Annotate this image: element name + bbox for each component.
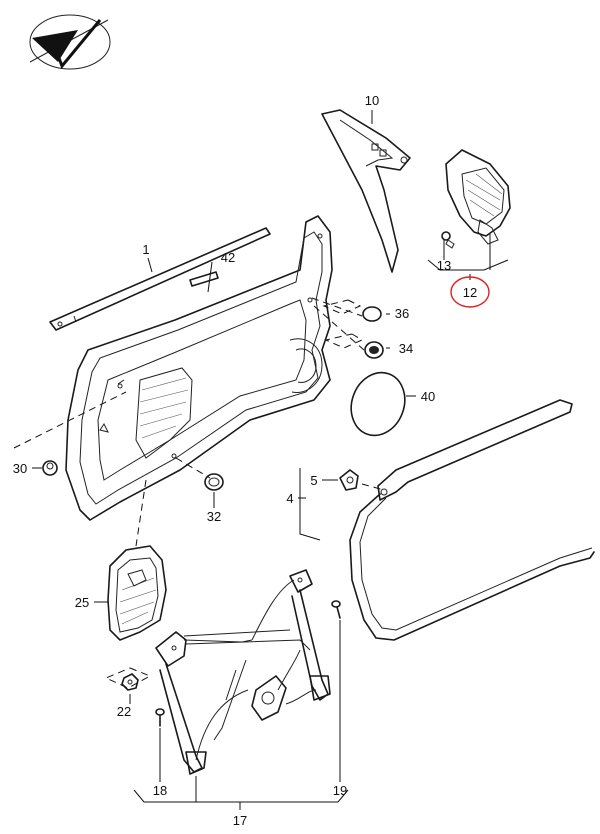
door-shell: [65, 215, 333, 521]
bolt-19: [331, 600, 341, 619]
grommet-32: [204, 473, 224, 491]
callout-10: 10: [365, 93, 379, 108]
callout-40: 40: [421, 389, 435, 404]
callout-17: 17: [233, 813, 247, 828]
door-seal: [349, 399, 595, 641]
insulation-pad: [107, 545, 167, 641]
callout-labels: 1 42 10 13 12 36 34 40 30 32 5 4 25 22 1…: [13, 93, 477, 828]
callout-4: 4: [286, 491, 293, 506]
plug-30: [42, 460, 58, 476]
callout-42: 42: [221, 250, 235, 265]
checkmark-in-circle-logo: [29, 14, 111, 70]
window-regulator: [155, 569, 331, 775]
callout-12: 12: [463, 285, 477, 300]
nut-22: [121, 673, 139, 691]
callout-19: 19: [333, 783, 347, 798]
clip-5: [339, 469, 359, 491]
mirror-cover: [445, 149, 511, 245]
callout-30: 30: [13, 461, 27, 476]
screw-13: [441, 231, 455, 249]
callout-5: 5: [310, 473, 317, 488]
cap-36: [362, 306, 382, 322]
callout-13: 13: [437, 258, 451, 273]
callout-1: 1: [142, 242, 149, 257]
highlight-circle-12: [450, 276, 490, 308]
leader-lines: [32, 110, 509, 810]
callout-36: 36: [395, 306, 409, 321]
bolt-18: [155, 708, 165, 727]
callout-22: 22: [117, 704, 131, 719]
strip-42: [189, 271, 219, 287]
window-seal-strip: [49, 227, 271, 331]
grommet-34: [364, 341, 384, 359]
window-frame-trim: [321, 109, 411, 273]
dashed-reference-lines: [13, 297, 385, 689]
callout-34: 34: [399, 341, 413, 356]
round-cover-40: [350, 371, 406, 437]
callout-32: 32: [207, 509, 221, 524]
callout-25: 25: [75, 595, 89, 610]
callout-18: 18: [153, 783, 167, 798]
